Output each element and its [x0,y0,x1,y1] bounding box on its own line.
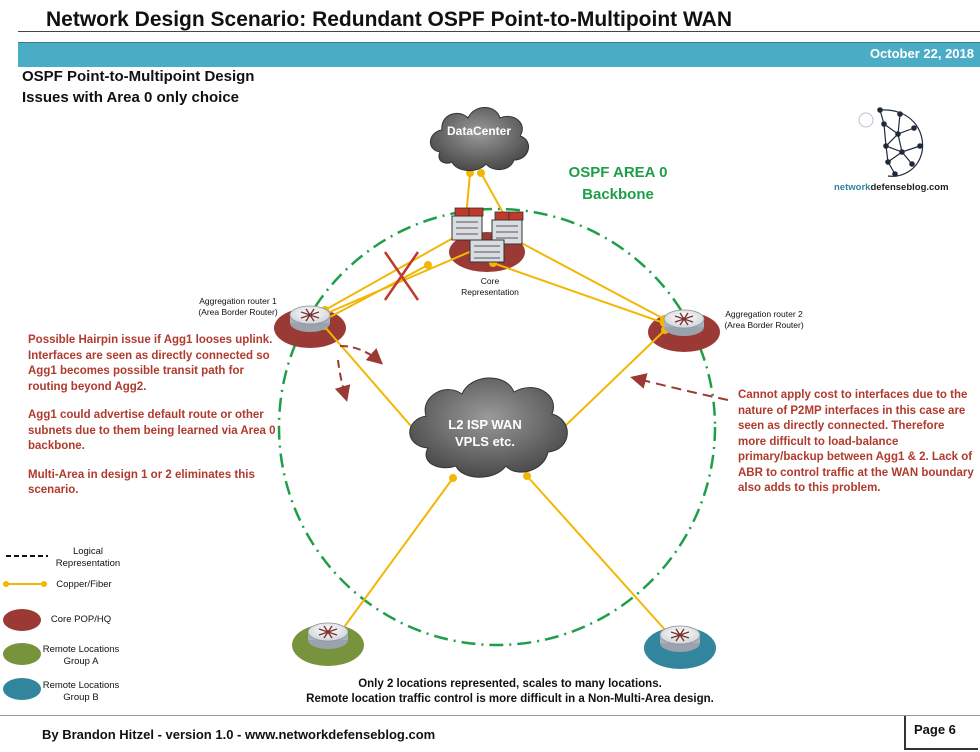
ospf-area-0-boundary [277,207,717,647]
bottom-note-line2: Remote location traffic control is more … [306,693,714,705]
failed-link-x-icon [383,251,420,301]
agg2-router-icon [663,309,705,337]
legend-group-a-line1: Remote Locations [42,644,120,655]
note-multi-area: Multi-Area in design 1 or 2 eliminates t… [28,468,255,497]
agg1-label: Aggregation router 1 (Area Border Router… [186,296,290,318]
page-title: Network Design Scenario: Redundant OSPF … [46,8,732,31]
core-firewall-icon [451,207,524,263]
legend-logical-label: Logical Representation [42,546,134,570]
section-subheading: Issues with Area 0 only choice [22,89,240,106]
title-underline [18,31,980,32]
cost-arrow [630,373,729,401]
legend-logical-line2: Representation [55,558,121,569]
date-label: October 22, 2018 [869,46,974,61]
logo-globe-icon [858,107,924,177]
legend-logical-line1: Logical [72,546,104,557]
agg2-label-line1: Aggregation router 2 [725,309,803,319]
note-default-route: Agg1 could advertise default route or ot… [28,409,276,452]
bottom-note-line1: Only 2 locations represented, scales to … [358,678,662,690]
agg2-label-line2: (Area Border Router) [724,320,804,330]
legend-group-a-line2: Group A [63,656,99,667]
hairpin-arrow-1 [339,345,383,365]
logo-text-suffix: defenseblog.com [870,182,949,193]
legend-group-b-line2: Group B [63,692,99,703]
core-label-line2: Representation [461,287,519,297]
legend-group-b-swatch [3,678,41,700]
ospf-area-label: OSPF AREA 0 Backbone [563,162,673,206]
footer-credit: By Brandon Hitzel - version 1.0 - www.ne… [42,727,436,742]
remote-b-router-icon [659,625,701,653]
agg2-label: Aggregation router 2 (Area Border Router… [712,309,816,331]
legend-core-label: Core POP/HQ [50,614,112,625]
logo-text-prefix: network [834,182,871,193]
header-bar [18,42,980,67]
isp-wan-cloud-icon [409,377,568,478]
datacenter-cloud-icon [430,107,529,171]
wan-label-line2: VPLS etc. [455,434,515,449]
note-hairpin: Possible Hairpin issue if Agg1 looses up… [28,334,273,393]
legend-group-a-swatch [3,643,41,665]
agg1-router-icon [289,305,331,333]
left-notes: Possible Hairpin issue if Agg1 looses up… [28,333,278,512]
legend-group-b-label: Remote Locations Group B [36,680,126,704]
ospf-area-label-line2: Backbone [582,186,654,203]
wan-label-line1: L2 ISP WAN [448,417,522,432]
page-number-box [904,716,978,750]
right-note-cost: Cannot apply cost to interfaces due to t… [738,389,974,494]
ospf-area-label-line1: OSPF AREA 0 [568,164,668,181]
footer-divider [0,715,980,716]
logo-text: networkdefenseblog.com [834,182,949,193]
section-heading: OSPF Point-to-Multipoint Design [22,68,255,85]
hairpin-arrow-2 [334,359,351,402]
legend-core-swatch [3,609,41,631]
bottom-note: Only 2 locations represented, scales to … [300,677,720,707]
remote-a-router-icon [307,622,349,650]
legend-copper-label: Copper/Fiber [56,579,112,590]
legend-group-a-label: Remote Locations Group A [36,644,126,668]
datacenter-label: DataCenter [446,124,512,138]
agg1-label-line2: (Area Border Router) [198,307,278,317]
agg1-label-line1: Aggregation router 1 [199,296,277,306]
page-number: Page 6 [914,722,956,737]
wan-label: L2 ISP WAN VPLS etc. [430,416,540,450]
core-label: Core Representation [450,276,530,298]
legend-group-b-line1: Remote Locations [42,680,120,691]
legend-copper-line [3,581,47,587]
core-label-line1: Core [480,276,500,286]
